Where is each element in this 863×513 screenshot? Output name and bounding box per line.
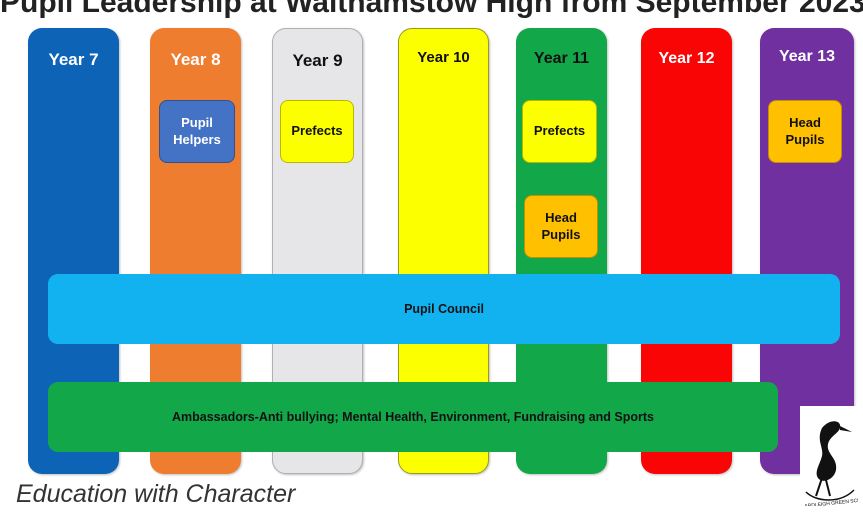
band-ambassadors: Ambassadors-Anti bullying; Mental Health… bbox=[48, 382, 778, 452]
role-head-pupils-year-11: Head Pupils bbox=[524, 195, 598, 258]
column-label-year-12: Year 12 bbox=[658, 50, 715, 67]
school-logo: ARDLEIGH GREEN SCHOOL bbox=[800, 406, 863, 510]
role-head-pupils-year-13: Head Pupils bbox=[768, 100, 842, 163]
logo-text: ARDLEIGH GREEN SCHOOL bbox=[804, 497, 858, 506]
role-prefects-year-11: Prefects bbox=[522, 100, 597, 163]
footer-tagline: Education with Character bbox=[16, 480, 296, 508]
band-pupil-council: Pupil Council bbox=[48, 274, 840, 344]
role-prefects-year-9: Prefects bbox=[280, 100, 354, 163]
role-pupil-helpers: Pupil Helpers bbox=[159, 100, 235, 163]
column-label-year-10: Year 10 bbox=[417, 49, 470, 66]
column-label-year-9: Year 9 bbox=[292, 51, 343, 70]
column-label-year-13: Year 13 bbox=[778, 48, 836, 65]
column-label-year-8: Year 8 bbox=[170, 50, 221, 69]
page-title: Pupil Leadership at Walthamstow High fro… bbox=[0, 0, 863, 19]
heron-icon: ARDLEIGH GREEN SCHOOL bbox=[804, 421, 863, 510]
column-label-year-11: Year 11 bbox=[533, 50, 590, 67]
column-label-year-7: Year 7 bbox=[48, 50, 99, 69]
